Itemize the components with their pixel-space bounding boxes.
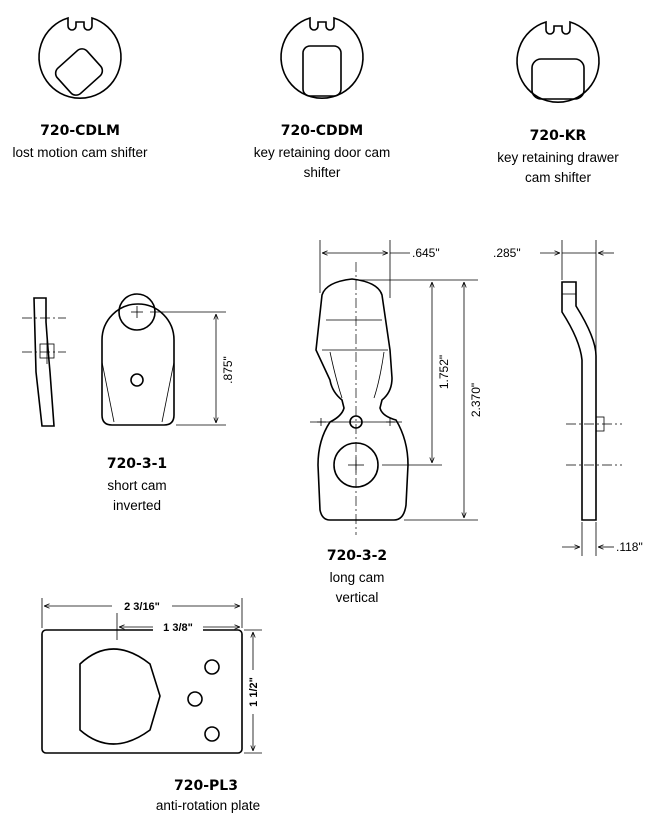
dim-side-thickness: .118" — [616, 540, 643, 554]
dim-label-bg-plate-inner — [153, 620, 203, 634]
part-desc-pl3: anti-rotation plate — [156, 798, 260, 813]
dim-plate-width: 2 3/16" — [124, 601, 160, 613]
part-desc-cdlm: lost motion cam shifter — [12, 145, 148, 160]
cam-32-side-view — [540, 240, 622, 556]
anti-rotation-plate — [41, 598, 262, 754]
part-desc-cam32-1: long cam — [330, 570, 385, 585]
dim-plate-height: 1 1/2" — [248, 677, 260, 707]
dim-label-bg-plate-height — [246, 670, 260, 714]
cam-shifter-cddm — [280, 16, 364, 100]
cam-shifter-cdlm — [38, 16, 122, 100]
part-code-cam32: 720-3-2 — [327, 548, 387, 564]
dim-side-offset: .285" — [493, 246, 521, 260]
cam-32-front-view — [310, 240, 478, 535]
part-code-cam31: 720-3-1 — [107, 456, 167, 472]
dim-cam31-height: .875" — [221, 356, 235, 384]
cam-shifter-kr — [516, 20, 600, 104]
dim-cam32-inner: 1.752" — [437, 355, 451, 389]
part-desc-kr-1: key retaining drawer — [497, 150, 619, 165]
part-desc-cam32-2: vertical — [336, 590, 379, 605]
dim-label-bg-plate-width — [112, 599, 172, 613]
cam-31-side-view — [22, 297, 66, 427]
dim-plate-inner: 1 3/8" — [163, 622, 193, 634]
part-code-cddm: 720-CDDM — [281, 123, 363, 139]
dim-cam32-overall: 2.370" — [469, 383, 483, 417]
dim-cam32-width: .645" — [412, 246, 440, 260]
part-code-pl3: 720-PL3 — [174, 778, 238, 794]
part-desc-cddm-2: shifter — [304, 165, 341, 180]
part-desc-cam31-2: inverted — [113, 498, 161, 513]
part-code-kr: 720-KR — [530, 128, 587, 144]
cam-31-front-view — [101, 293, 226, 426]
part-desc-kr-2: cam shifter — [525, 170, 592, 185]
part-desc-cam31-1: short cam — [107, 478, 166, 493]
part-code-cdlm: 720-CDLM — [40, 123, 120, 139]
part-desc-cddm-1: key retaining door cam — [254, 145, 391, 160]
